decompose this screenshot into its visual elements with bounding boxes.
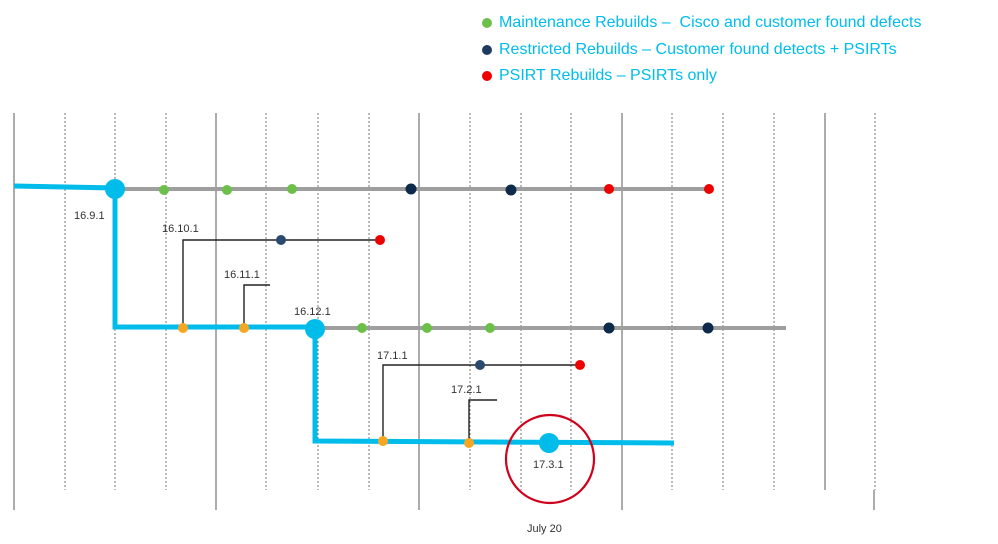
restricted-rebuild-dot — [702, 322, 714, 334]
bracket-17-1 — [382, 364, 580, 441]
psirt-rebuild-dot — [375, 235, 385, 245]
bracket-16-10 — [182, 239, 380, 327]
minor-release-dot — [178, 323, 188, 333]
major-release-node-17-3 — [539, 433, 559, 453]
minor-release-dot — [239, 323, 249, 333]
restricted-rebuild-dot — [475, 360, 485, 370]
maintenance-dot-icon — [482, 18, 492, 29]
psirt-rebuild-dot — [575, 360, 585, 370]
psirt-rebuild-dot — [604, 184, 614, 194]
maintenance-rebuild-dot — [357, 323, 367, 333]
psirt-rebuild-dot — [704, 184, 714, 194]
psirt-dot-icon — [482, 71, 492, 82]
release-label-16-10-1: 16.10.1 — [162, 223, 199, 235]
minor-release-dot — [378, 436, 388, 446]
bracket-17-2 — [468, 399, 497, 443]
maintenance-rebuild-dot — [422, 323, 432, 333]
timeline-date-label: July 20 — [527, 523, 562, 535]
restricted-rebuild-dot — [276, 235, 286, 245]
maintenance-rebuild-dot — [287, 184, 297, 194]
release-label-16-9-1: 16.9.1 — [74, 210, 105, 222]
release-label-17-1-1: 17.1.1 — [377, 350, 408, 362]
highlight-circle — [504, 413, 596, 505]
legend-item-maintenance: Maintenance Rebuilds – Cisco and custome… — [480, 10, 995, 37]
grid — [13, 113, 876, 510]
release-label-17-2-1: 17.2.1 — [451, 384, 482, 396]
legend-item-psirt: PSIRT Rebuilds – PSIRTs only — [480, 63, 995, 90]
release-label-17-3-1: 17.3.1 — [533, 459, 564, 471]
legend-label: Maintenance Rebuilds – Cisco and custome… — [499, 14, 922, 31]
maintenance-rebuild-dot — [222, 185, 232, 195]
maintenance-rebuild-dot — [159, 185, 169, 195]
restricted-rebuild-dot — [405, 183, 417, 195]
major-release-node-16-9 — [105, 179, 125, 199]
restricted-rebuild-dot — [603, 322, 615, 334]
restricted-dot-icon — [482, 44, 492, 55]
main-train-line — [13, 183, 675, 446]
legend-label: PSIRT Rebuilds – PSIRTs only — [499, 67, 717, 84]
maintenance-rebuild-dot — [485, 323, 495, 333]
release-label-16-12-1: 16.12.1 — [294, 306, 331, 318]
legend-item-restricted: Restricted Rebuilds – Customer found det… — [480, 37, 995, 64]
minor-release-dot — [464, 438, 474, 448]
legend: Maintenance Rebuilds – Cisco and custome… — [480, 10, 995, 90]
restricted-rebuild-dot — [505, 184, 517, 196]
bracket-16-11 — [243, 284, 270, 327]
legend-label: Restricted Rebuilds – Customer found det… — [499, 40, 897, 58]
major-release-node-16-12 — [305, 319, 325, 339]
release-label-16-11-1: 16.11.1 — [224, 269, 260, 281]
